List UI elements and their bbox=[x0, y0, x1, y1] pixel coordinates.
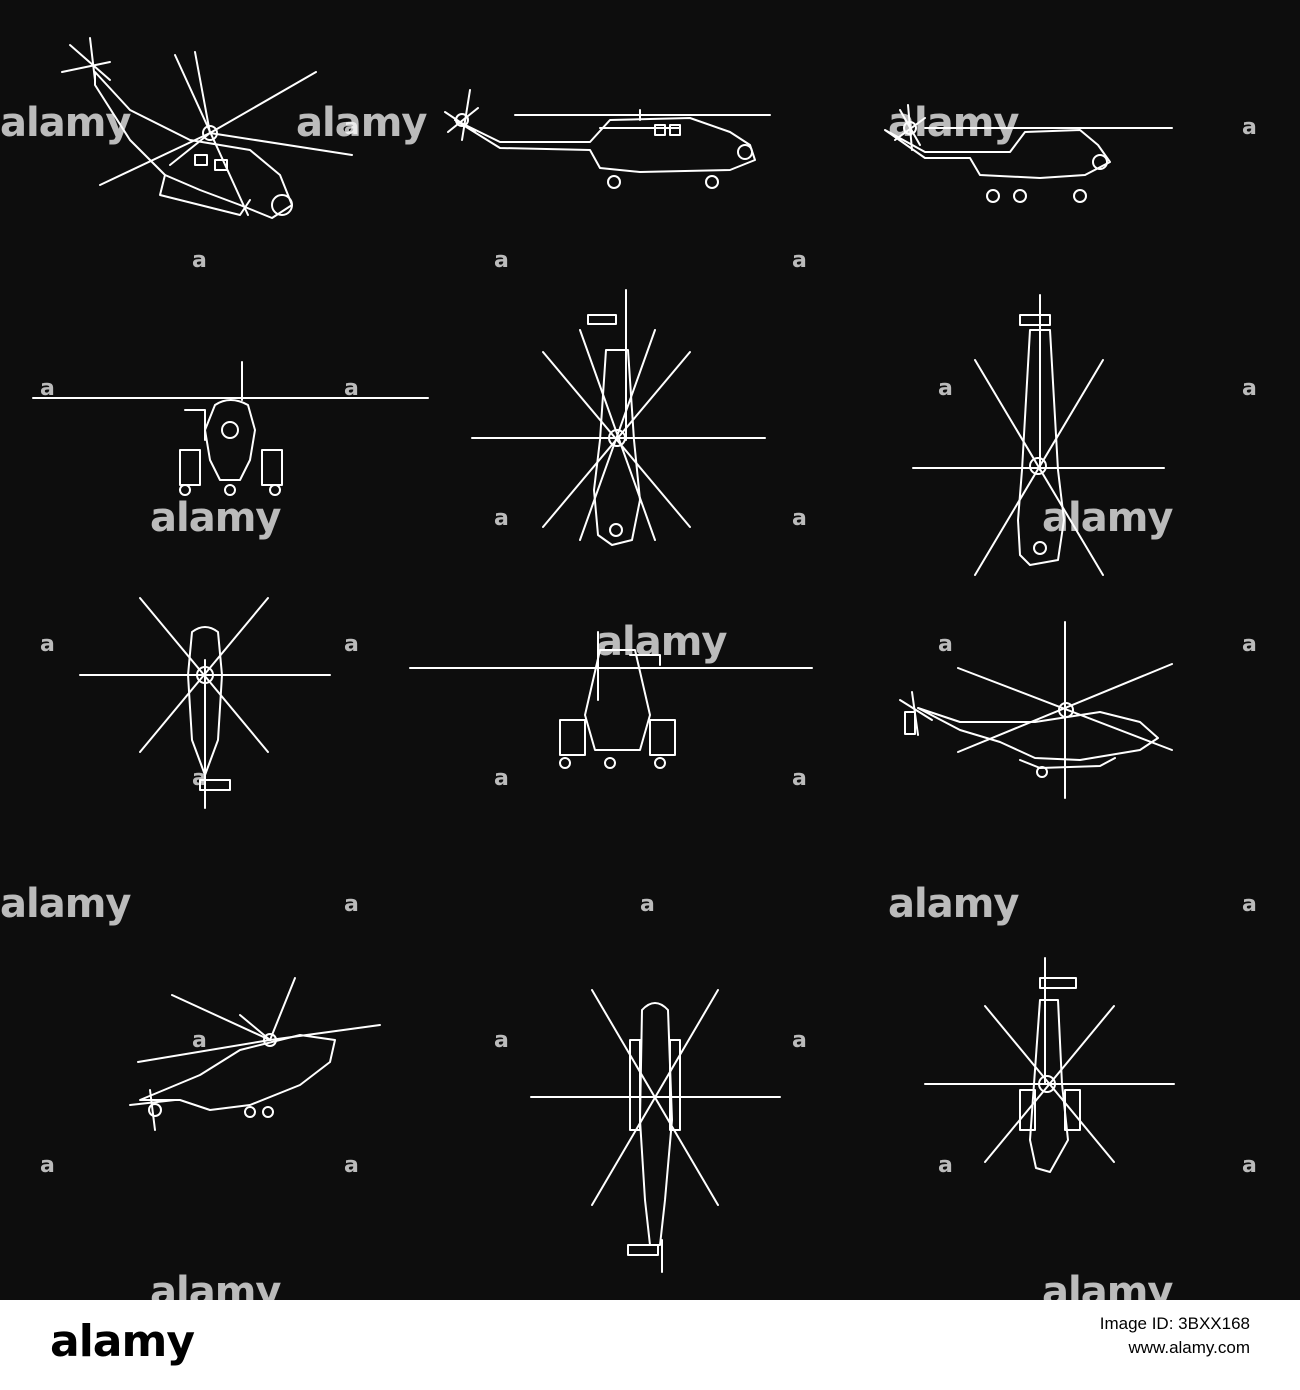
watermark-word: alamy bbox=[0, 100, 131, 146]
watermark-letter: a bbox=[40, 376, 55, 401]
helicopter-7-top bbox=[79, 597, 331, 809]
stock-footer-bar: alamy Image ID: 3BXX168 www.alamy.com bbox=[0, 1300, 1300, 1390]
watermark-letter: a bbox=[344, 376, 359, 401]
watermark-word: alamy bbox=[0, 881, 131, 927]
watermark-letter: a bbox=[344, 892, 359, 917]
watermark-word: alamy bbox=[596, 619, 727, 665]
helicopter-drawings bbox=[32, 37, 1175, 1273]
watermark-word: alamy bbox=[888, 881, 1019, 927]
image-id-label: Image ID: 3BXX168 bbox=[1099, 1314, 1250, 1333]
watermark-word: alamy bbox=[1042, 495, 1173, 541]
watermark-letter: a bbox=[40, 1153, 55, 1178]
watermark-letter: a bbox=[938, 376, 953, 401]
watermark-letter: a bbox=[192, 766, 207, 791]
helicopter-10-oblique bbox=[129, 977, 381, 1131]
helicopter-5-top bbox=[471, 289, 766, 546]
helicopter-6-top bbox=[912, 294, 1165, 576]
helicopter-1-oblique bbox=[61, 37, 353, 219]
watermark-letter: a bbox=[1242, 632, 1257, 657]
watermark-letter: a bbox=[494, 506, 509, 531]
watermark-word: alamy bbox=[150, 495, 281, 541]
helicopter-2-side bbox=[444, 89, 771, 189]
helicopter-illustration: alamy alamy alamy alamy alamy alamy alam… bbox=[0, 37, 1257, 1312]
watermark-letter: a bbox=[40, 632, 55, 657]
watermark-letter: a bbox=[640, 892, 655, 917]
watermark-letter: a bbox=[192, 248, 207, 273]
watermark-letter: a bbox=[1242, 892, 1257, 917]
helicopter-3-side bbox=[884, 104, 1173, 203]
watermark-letter: a bbox=[1242, 115, 1257, 140]
watermark-letter: a bbox=[792, 766, 807, 791]
watermark-letter: a bbox=[792, 506, 807, 531]
watermark-letter: a bbox=[1242, 376, 1257, 401]
watermark-letter: a bbox=[344, 1153, 359, 1178]
helicopter-12-top bbox=[924, 957, 1175, 1173]
watermark-letter: a bbox=[938, 632, 953, 657]
watermark-letter: a bbox=[494, 248, 509, 273]
helicopter-9-oblique bbox=[899, 621, 1173, 799]
watermark-letter: a bbox=[938, 1153, 953, 1178]
watermark-letter: a bbox=[792, 1028, 807, 1053]
site-url-label: www.alamy.com bbox=[1128, 1338, 1250, 1357]
watermark-letter: a bbox=[344, 632, 359, 657]
watermark-letter: a bbox=[494, 1028, 509, 1053]
helicopter-11-bottom bbox=[530, 989, 781, 1273]
watermark-letter: a bbox=[192, 1028, 207, 1053]
watermark-letter: a bbox=[494, 766, 509, 791]
watermark-word: alamy bbox=[296, 100, 427, 146]
watermark-letter: a bbox=[1242, 1153, 1257, 1178]
alamy-logo: alamy bbox=[50, 1316, 195, 1367]
watermark-letter: a bbox=[344, 115, 359, 140]
watermark-word: alamy bbox=[888, 100, 1019, 146]
helicopter-4-front bbox=[32, 361, 429, 496]
watermark-letter: a bbox=[792, 248, 807, 273]
helicopter-8-front bbox=[409, 631, 813, 769]
